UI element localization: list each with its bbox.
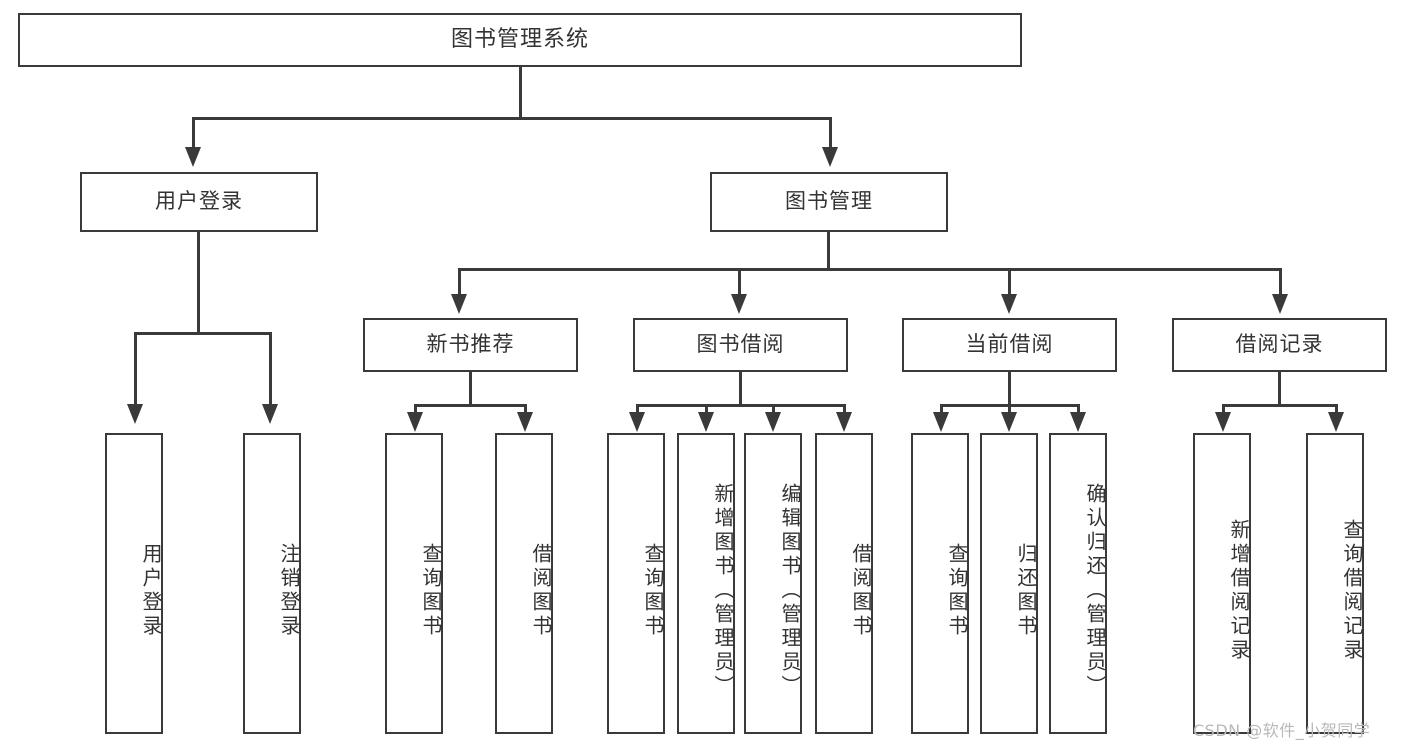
connector-current-borrow-stem — [1008, 372, 1011, 405]
leaf-user-login[interactable]: 用户登录 — [105, 433, 163, 734]
leaf-borrow-book-recommend[interactable]: 借阅图书 — [495, 433, 553, 734]
connector-book-borrow-drop-1 — [636, 404, 639, 412]
watermark-credit: CSDN @软件_小贺同学 — [1193, 721, 1371, 740]
node-root-system[interactable]: 图书管理系统 — [18, 13, 1022, 67]
connector-borrow-record-drop-1 — [1222, 404, 1225, 412]
arrow-down-to-leaf-borrow-book-2 — [836, 412, 852, 432]
leaf-query-book-recommend[interactable]: 查询图书 — [385, 433, 443, 734]
connector-level3-bar — [458, 268, 1282, 271]
connector-new-book-stem — [469, 372, 472, 405]
arrow-down-to-book-borrow — [731, 294, 747, 314]
connector-book-borrow-drop-2 — [705, 404, 708, 412]
arrow-down-to-leaf-add-book — [698, 412, 714, 432]
leaf-label: 确认归还（管理员） — [1083, 482, 1107, 699]
leaf-label: 注销登录 — [277, 542, 301, 639]
connector-level3-drop-1 — [458, 268, 461, 294]
arrow-down-to-book-manage — [822, 147, 838, 167]
arrow-down-to-leaf-query-record — [1328, 412, 1344, 432]
node-user-login[interactable]: 用户登录 — [80, 172, 318, 232]
arrow-down-to-leaf-return-book — [1001, 412, 1017, 432]
arrow-down-to-leaf-query-book-3 — [933, 412, 949, 432]
leaf-query-book-current[interactable]: 查询图书 — [911, 433, 969, 734]
leaf-query-borrow-record[interactable]: 查询借阅记录 — [1306, 433, 1364, 734]
connector-book-borrow-stem — [739, 372, 742, 405]
arrow-down-to-new-book-recommend — [451, 294, 467, 314]
connector-book-manage-stem — [827, 232, 830, 269]
leaf-add-borrow-record[interactable]: 新增借阅记录 — [1193, 433, 1251, 734]
leaf-label: 新增借阅记录 — [1227, 518, 1251, 663]
connector-book-borrow-drop-3 — [772, 404, 775, 412]
arrow-down-to-current-borrow — [1001, 294, 1017, 314]
connector-new-book-bar — [414, 404, 527, 407]
connector-user-login-stem — [197, 232, 200, 333]
leaf-label: 编辑图书（管理员） — [778, 482, 802, 699]
arrow-down-to-leaf-user-login — [127, 404, 143, 424]
connector-new-book-drop-2 — [524, 404, 527, 412]
connector-root-stem — [519, 67, 522, 118]
connector-level2-bar — [192, 117, 832, 120]
leaf-edit-book[interactable]: 编辑图书（管理员） — [744, 433, 802, 734]
connector-current-borrow-drop-2 — [1008, 404, 1011, 412]
leaf-query-book-borrow[interactable]: 查询图书 — [607, 433, 665, 734]
leaf-return-book[interactable]: 归还图书 — [980, 433, 1038, 734]
connector-user-login-drop-2 — [269, 332, 272, 404]
arrow-down-to-user-login — [185, 147, 201, 167]
leaf-label: 查询图书 — [945, 542, 969, 639]
leaf-label: 借阅图书 — [849, 542, 873, 639]
leaf-add-book[interactable]: 新增图书（管理员） — [677, 433, 735, 734]
node-book-borrow[interactable]: 图书借阅 — [633, 318, 848, 372]
connector-borrow-record-bar — [1222, 404, 1338, 407]
connector-level3-drop-2 — [738, 268, 741, 294]
connector-borrow-record-drop-2 — [1335, 404, 1338, 412]
arrow-down-to-leaf-edit-book — [765, 412, 781, 432]
connector-current-borrow-drop-3 — [1077, 404, 1080, 412]
connector-level3-drop-4 — [1279, 268, 1282, 294]
leaf-label: 用户登录 — [139, 542, 163, 639]
arrow-down-to-leaf-query-book-1 — [407, 412, 423, 432]
arrow-down-to-leaf-add-record — [1215, 412, 1231, 432]
leaf-confirm-return[interactable]: 确认归还（管理员） — [1049, 433, 1107, 734]
leaf-label: 查询借阅记录 — [1340, 518, 1364, 663]
connector-level2-drop-left — [192, 117, 195, 147]
connector-current-borrow-drop-1 — [940, 404, 943, 412]
connector-user-login-bar — [134, 332, 272, 335]
arrow-down-to-leaf-logout — [262, 404, 278, 424]
connector-book-borrow-drop-4 — [843, 404, 846, 412]
node-book-manage[interactable]: 图书管理 — [710, 172, 948, 232]
leaf-label: 新增图书（管理员） — [711, 482, 735, 699]
leaf-label: 查询图书 — [641, 542, 665, 639]
arrow-down-to-leaf-confirm-return — [1070, 412, 1086, 432]
arrow-down-to-leaf-query-book-2 — [629, 412, 645, 432]
connector-user-login-drop-1 — [134, 332, 137, 404]
leaf-label: 借阅图书 — [529, 542, 553, 639]
connector-borrow-record-stem — [1278, 372, 1281, 405]
node-new-book-recommend[interactable]: 新书推荐 — [363, 318, 578, 372]
connector-level3-drop-3 — [1008, 268, 1011, 294]
leaf-label: 归还图书 — [1014, 542, 1038, 639]
connector-level2-drop-right — [829, 117, 832, 147]
leaf-label: 查询图书 — [419, 542, 443, 639]
leaf-borrow-book[interactable]: 借阅图书 — [815, 433, 873, 734]
connector-new-book-drop-1 — [414, 404, 417, 412]
leaf-logout[interactable]: 注销登录 — [243, 433, 301, 734]
node-borrow-record[interactable]: 借阅记录 — [1172, 318, 1387, 372]
arrow-down-to-borrow-record — [1272, 294, 1288, 314]
arrow-down-to-leaf-borrow-book-1 — [517, 412, 533, 432]
node-current-borrow[interactable]: 当前借阅 — [902, 318, 1117, 372]
connector-book-borrow-bar — [636, 404, 846, 407]
